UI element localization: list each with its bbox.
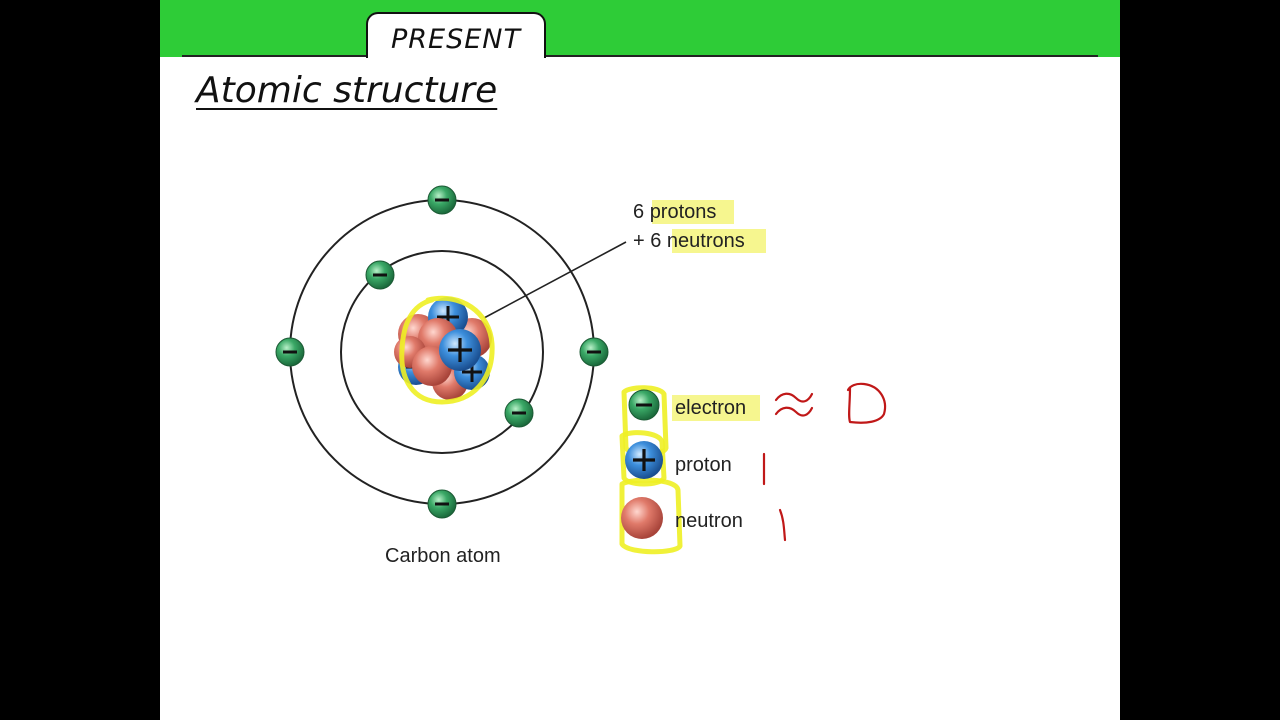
proton-particle — [439, 329, 481, 371]
slide-title: Atomic structure — [196, 70, 498, 111]
electron-particle — [427, 489, 457, 519]
header-divider — [182, 55, 1098, 57]
nucleus-highlight-stroke — [399, 295, 495, 405]
legend-neutron-icon — [621, 497, 663, 539]
nucleus-label-line2: + 6 neutrons — [633, 230, 745, 252]
carbon-atom-diagram: 6 protons + 6 neutrons Carbon atom elect… — [275, 185, 887, 567]
electron-particle — [365, 260, 395, 290]
legend-proton-icon — [625, 441, 663, 479]
neutrons-highlight — [672, 229, 766, 253]
nucleus — [394, 295, 495, 405]
legend-neutron-label: neutron — [675, 510, 743, 532]
protons-highlight — [652, 200, 734, 224]
legend-proton-label: proton — [675, 454, 732, 476]
electron-label-highlight — [672, 395, 760, 421]
slide: PRESENT Atomic structure — [160, 0, 1120, 720]
legend: electron proton neutron — [619, 385, 760, 555]
electron-particle — [427, 185, 457, 215]
inner-orbit — [340, 250, 544, 454]
header-banner — [160, 0, 1120, 57]
neutron-mass-ink — [778, 508, 787, 542]
handwritten-mass-annotations — [762, 382, 887, 542]
electron-mass-ink — [774, 382, 887, 424]
electron-particle — [275, 337, 305, 367]
legend-electron-label: electron — [675, 397, 746, 419]
electron-particle — [579, 337, 609, 367]
nucleus-label-line1: 6 protons — [633, 201, 716, 223]
legend-neutron-highlight — [619, 477, 683, 555]
nucleus-pointer-line — [483, 241, 627, 319]
present-tab[interactable]: PRESENT — [366, 12, 546, 58]
diagram-caption: Carbon atom — [385, 545, 501, 567]
legend-electron-icon — [628, 389, 660, 421]
electron-particle — [504, 398, 534, 428]
present-tab-label: PRESENT — [391, 23, 521, 55]
